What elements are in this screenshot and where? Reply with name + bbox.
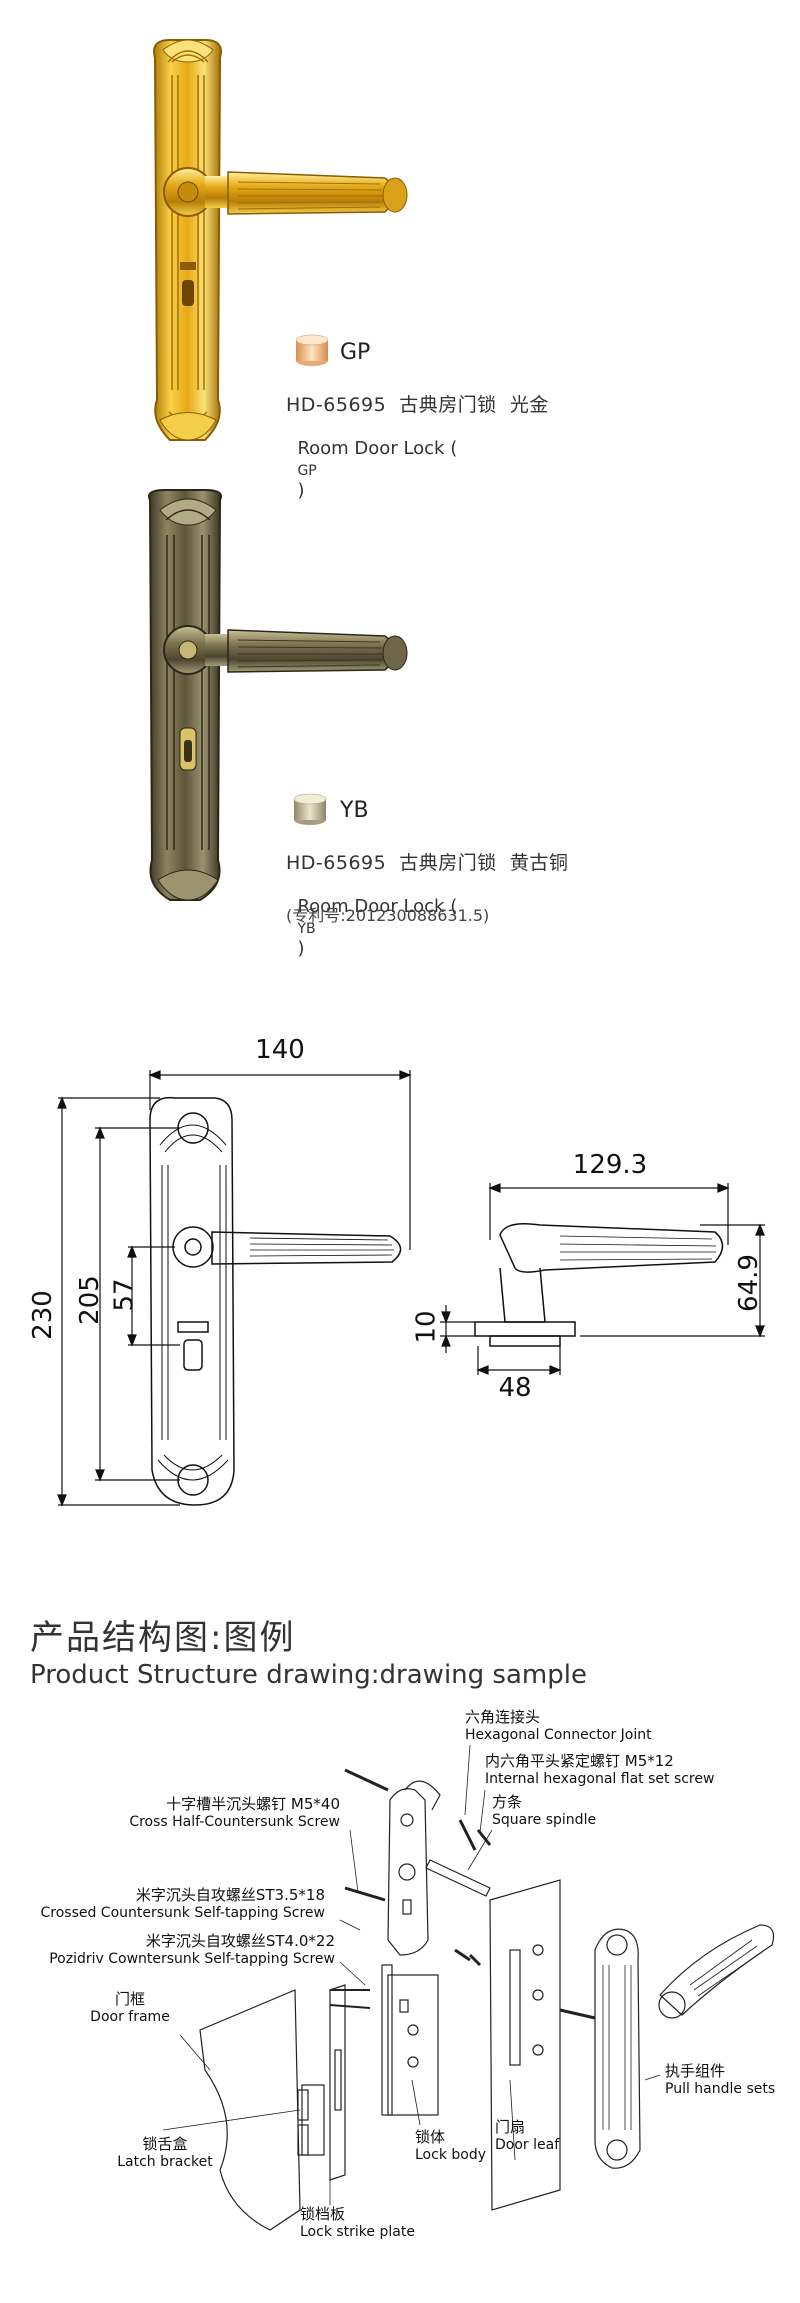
label-spindle-cn: 方条 (492, 1793, 523, 1811)
label-hex-joint: 六角连接头 Hexagonal Connector Joint (465, 1708, 652, 1744)
dim-rose-width: 48 (498, 1373, 532, 1403)
label-latch-bracket-cn: 锁舌盒 (142, 2135, 188, 2153)
label-door-leaf-cn: 门扇 (495, 2118, 526, 2136)
label-door-leaf-en: Door leaf (495, 2137, 560, 2153)
front-view-lever (211, 1231, 402, 1265)
structure-title-en: Product Structure drawing:drawing sample (30, 1660, 587, 1690)
label-latch-bracket: 锁舌盒 Latch bracket (100, 2135, 230, 2171)
label-door-frame-cn: 门框 (114, 1990, 145, 2008)
yb-color-swatch (293, 793, 327, 825)
label-tap-screw-b-cn: 米字沉头自攻螺丝ST4.0*22 (145, 1932, 335, 1950)
gp-model-en-suffix: ) (297, 480, 305, 501)
lock-body-outline (387, 1974, 439, 2116)
bronze-escutcheon-plate (148, 489, 222, 901)
label-lock-body-en: Lock body (415, 2147, 486, 2163)
label-handle-sets-en: Pull handle sets (665, 2081, 776, 2097)
gp-model-en-prefix: Room Door Lock ( (297, 438, 458, 459)
label-set-screw-cn: 内六角平头紧定螺钉 M5*12 (485, 1752, 674, 1770)
label-lock-body-cn: 锁体 (415, 2128, 446, 2146)
label-strike-plate: 锁档板 Lock strike plate (300, 2205, 415, 2241)
gold-lever-handle (163, 167, 408, 217)
gp-finish-label: GP (340, 340, 371, 365)
label-tap-screw-b: 米字沉头自攻螺丝ST4.0*22 Pozidriv Cowntersunk Se… (5, 1932, 335, 1968)
inner-handle-plate (387, 1788, 429, 1956)
label-door-frame: 门框 Door frame (70, 1990, 190, 2026)
label-handle-sets: 执手组件 Pull handle sets (665, 2062, 775, 2098)
dim-width: 140 (255, 1035, 305, 1065)
label-tap-screw-b-en: Pozidriv Cowntersunk Self-tapping Screw (49, 1951, 335, 1967)
yb-finish-label: YB (340, 798, 369, 823)
label-spindle: 方条 Square spindle (492, 1793, 596, 1829)
yb-model-en-prefix: Room Door Lock ( (297, 896, 458, 917)
label-set-screw: 内六角平头紧定螺钉 M5*12 Internal hexagonal flat … (485, 1752, 714, 1788)
label-cross-screw: 十字槽半沉头螺钉 M5*40 Cross Half-Countersunk Sc… (60, 1795, 340, 1831)
label-lock-body: 锁体 Lock body (415, 2128, 486, 2164)
yb-model-en-code: YB (297, 921, 316, 937)
gold-escutcheon-plate (153, 39, 222, 441)
dim-lever-length: 129.3 (572, 1150, 648, 1180)
label-cross-screw-cn: 十字槽半沉头螺钉 M5*40 (166, 1795, 340, 1813)
label-latch-bracket-en: Latch bracket (117, 2154, 213, 2170)
label-strike-plate-en: Lock strike plate (300, 2224, 415, 2240)
label-spindle-en: Square spindle (492, 1812, 597, 1828)
yb-patent-number: (专利号:201230088631.5) (286, 906, 490, 925)
structure-title-cn: 产品结构图:图例 (30, 1618, 296, 1658)
bronze-lever-handle (163, 625, 408, 675)
outer-lever (659, 1924, 775, 2016)
gp-color-swatch (295, 334, 329, 366)
label-strike-plate-cn: 锁档板 (300, 2205, 346, 2223)
label-door-leaf: 门扇 Door leaf (495, 2118, 559, 2154)
label-set-screw-en: Internal hexagonal flat set screw (485, 1771, 715, 1787)
label-cross-screw-en: Cross Half-Countersunk Screw (129, 1814, 340, 1830)
label-hex-joint-en: Hexagonal Connector Joint (465, 1727, 652, 1743)
outer-handle-plate (594, 1928, 641, 2169)
yb-model-en-suffix: ) (297, 938, 305, 959)
strike-plate-outline (329, 1984, 346, 2181)
label-handle-sets-cn: 执手组件 (665, 2062, 726, 2080)
gp-model-line-en: Room Door Lock ( GP ) (286, 417, 457, 501)
label-tap-screw-a-en: Crossed Countersunk Self-tapping Screw (40, 1905, 325, 1921)
yb-model-line-cn: HD-65695 古典房门锁 黄古铜 (286, 852, 569, 874)
yb-model-line-en: Room Door Lock ( YB ) (286, 875, 457, 959)
front-view-plate (149, 1096, 235, 1506)
label-hex-joint-cn: 六角连接头 (465, 1708, 541, 1726)
label-tap-screw-a-cn: 米字沉头自攻螺丝ST3.5*18 (135, 1886, 325, 1904)
door-leaf-outline (489, 1879, 561, 2211)
side-view-lever (499, 1223, 724, 1273)
label-door-frame-en: Door frame (90, 2009, 170, 2025)
label-tap-screw-a: 米字沉头自攻螺丝ST3.5*18 Crossed Countersunk Sel… (5, 1886, 325, 1922)
gp-model-en-code: GP (297, 463, 317, 479)
gp-model-line-cn: HD-65695 古典房门锁 光金 (286, 394, 549, 416)
door-frame-outline (199, 1989, 301, 2231)
